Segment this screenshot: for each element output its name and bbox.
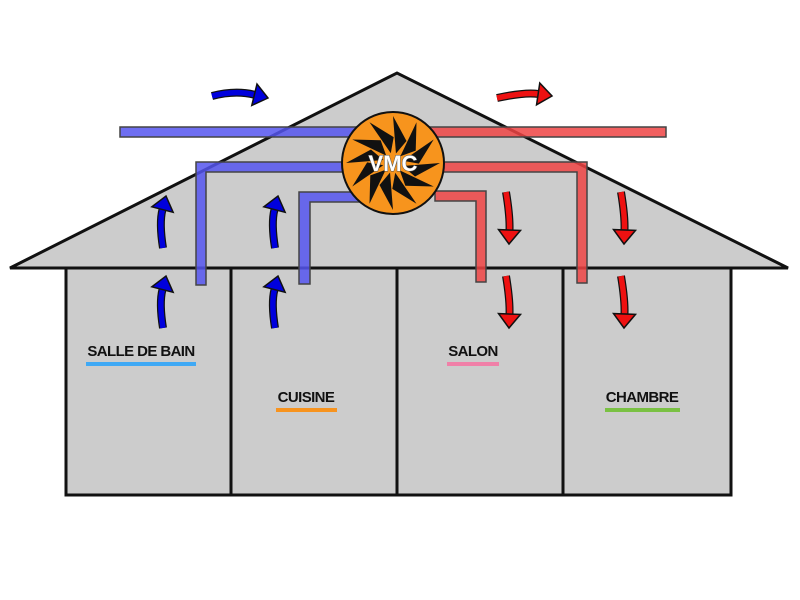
fan-blade xyxy=(369,169,386,204)
arrow-icon xyxy=(618,191,628,231)
fan-blade xyxy=(402,139,434,164)
vmc-fan-label: VMC xyxy=(369,151,418,176)
vmc-fan: VMC xyxy=(341,111,445,215)
arrow-icon-head xyxy=(496,312,523,330)
arrow-icon-head xyxy=(150,194,175,214)
arrow-icon xyxy=(158,208,166,249)
fan-blade xyxy=(392,172,417,204)
arrow-icon xyxy=(496,90,539,101)
fan-blade xyxy=(379,172,393,210)
room-underline-salle-de-bain xyxy=(86,362,196,366)
fan-blade xyxy=(393,116,407,154)
arrow-icon xyxy=(503,275,513,315)
supply-duct-living-room xyxy=(434,190,487,283)
room-labels: SALLE DE BAIN CUISINE SALON CHAMBRE xyxy=(86,343,680,412)
fan-blade xyxy=(346,149,384,163)
exhaust-duct-outside xyxy=(119,126,364,138)
arrow-icon xyxy=(270,208,278,249)
arrow-icon-head xyxy=(611,228,638,246)
airflow-arrows xyxy=(150,81,638,330)
arrow-icon-head xyxy=(611,312,638,330)
room-label-salon: SALON xyxy=(448,343,498,360)
arrow-icon xyxy=(270,288,278,329)
fan-blade xyxy=(402,163,440,177)
fan-blade-icon xyxy=(346,116,440,210)
arrow-icon-head xyxy=(250,82,270,107)
arrow-icon-head xyxy=(262,274,287,294)
room-label-cuisine: CUISINE xyxy=(278,389,335,406)
vmc-fan-housing xyxy=(341,111,445,215)
fan-blade xyxy=(400,122,417,157)
room-label-salle-de-bain: SALLE DE BAIN xyxy=(87,343,194,360)
room-underline-chambre xyxy=(605,408,680,412)
arrow-icon-head xyxy=(262,194,287,214)
arrow-icon-head xyxy=(535,81,554,107)
arrow-icon-head xyxy=(150,274,175,294)
fan-blade xyxy=(352,162,384,187)
arrow-icon xyxy=(503,191,513,231)
fan-blade xyxy=(352,139,387,156)
arrow-icon xyxy=(211,89,256,99)
room-underline-cuisine xyxy=(276,408,337,412)
room-underline-salon xyxy=(447,362,499,366)
fan-blade xyxy=(369,122,394,154)
arrow-icon xyxy=(158,288,166,329)
arrow-icon-head xyxy=(496,228,523,246)
room-label-chambre: CHAMBRE xyxy=(606,389,679,406)
arrow-icon xyxy=(618,275,628,315)
fan-blade xyxy=(399,170,434,187)
intake-duct-outside xyxy=(429,126,667,138)
